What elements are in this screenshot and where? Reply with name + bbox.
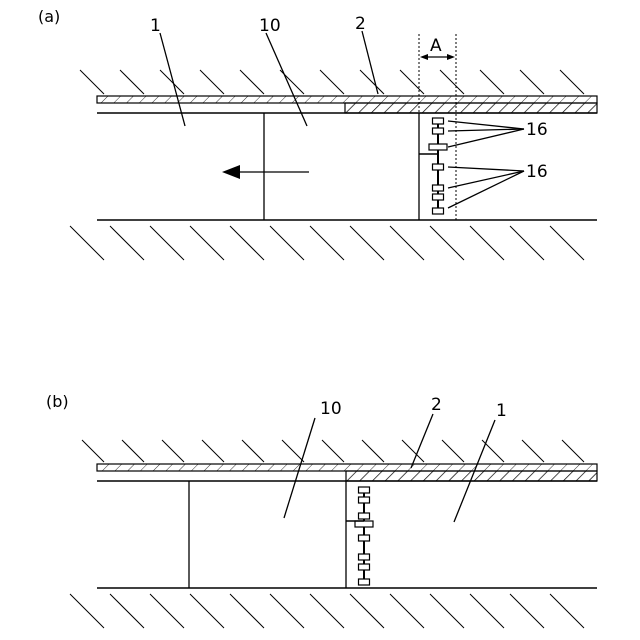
numeral-lining-a: 2 [355, 14, 366, 34]
numeral-tunnel-a: 1 [150, 16, 161, 36]
panel-a: (a) A [38, 7, 597, 260]
advance-direction-arrow [222, 165, 309, 179]
seal-assembly-a [419, 118, 447, 214]
ground-hatching-top-b [82, 440, 584, 462]
dimension-a-label: A [430, 36, 442, 56]
panel-a-label: (a) [38, 7, 60, 26]
panel-b-label: (b) [46, 392, 69, 411]
numeral-lining-b: 2 [431, 395, 442, 415]
panel-b: (b) 10 2 1 [46, 392, 597, 628]
numeral-shield-a: 10 [259, 16, 281, 36]
numeral-seal-upper-a: 16 [526, 120, 548, 140]
numeral-shield-b: 10 [320, 399, 342, 419]
leader-lines-a [160, 31, 524, 208]
seal-assembly-b [346, 487, 373, 585]
lining-band-a [97, 96, 597, 113]
numeral-tunnel-b: 1 [496, 401, 507, 421]
ground-hatching-top-a [80, 70, 584, 94]
ground-hatching-bottom-a [70, 226, 584, 260]
numeral-seal-lower-a: 16 [526, 162, 548, 182]
lining-band-b [97, 464, 597, 481]
ground-hatching-bottom-b [70, 594, 584, 628]
